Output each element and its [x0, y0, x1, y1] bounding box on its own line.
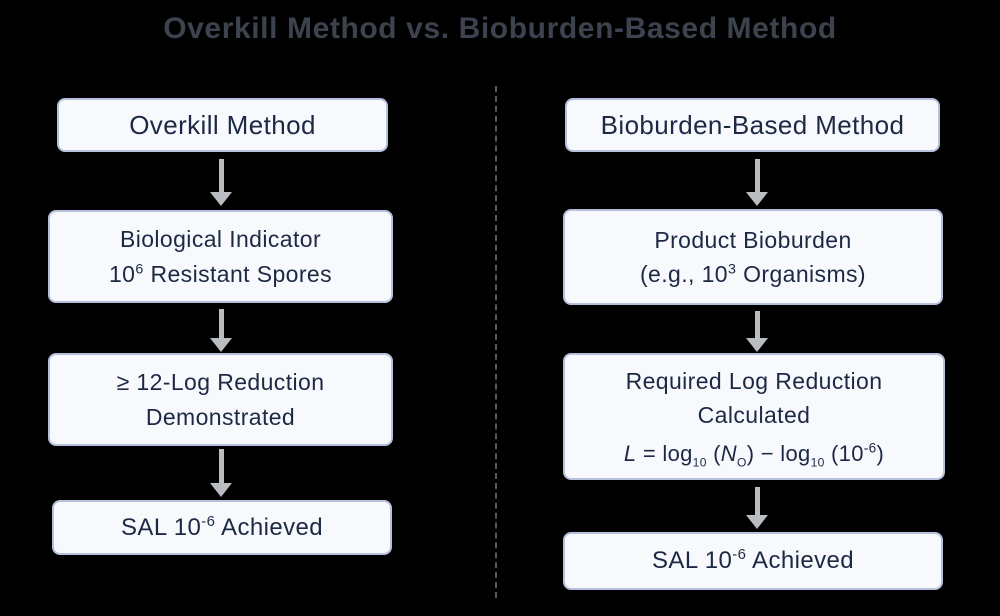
- arrow-head: [746, 338, 768, 352]
- log-reduction-line2: Demonstrated: [145, 403, 296, 430]
- arrow-head: [210, 338, 232, 352]
- formula-open-paren-2: (10: [824, 440, 864, 466]
- biological-indicator-line2: 106 Resistant Spores: [109, 257, 332, 292]
- arrow-down-icon: [746, 311, 768, 352]
- sal-exponent: -6: [732, 547, 747, 563]
- formula-exponent: -6: [863, 440, 877, 456]
- sal-achieved-box-right: SAL 10-6 Achieved: [563, 532, 943, 590]
- sal-achieved-box-left: SAL 10-6 Achieved: [52, 500, 392, 555]
- arrow-head: [746, 192, 768, 206]
- arrow-head: [210, 483, 232, 497]
- sal-achieved-line: SAL 10-6 Achieved: [652, 543, 854, 579]
- arrow-shaft: [218, 309, 224, 338]
- diagram-title: Overkill Method vs. Bioburden-Based Meth…: [163, 12, 837, 45]
- organisms-count-exponent: 3: [728, 261, 737, 278]
- log-reduction-formula: L = log10 (NO) − log10 (10-6): [624, 437, 884, 470]
- arrow-down-icon: [210, 159, 232, 206]
- product-bioburden-box: Product Bioburden (e.g., 103 Organisms): [563, 209, 943, 305]
- bioburden-method-header-box: Bioburden-Based Method: [565, 98, 940, 152]
- log-reduction-line1: ≥ 12-Log Reduction: [116, 369, 325, 395]
- product-bioburden-line2: (e.g., 103 Organisms): [640, 257, 866, 292]
- sal-base: SAL 10: [121, 513, 202, 541]
- sal-base: SAL 10: [652, 547, 733, 574]
- overkill-method-header-box: Overkill Method: [57, 98, 388, 152]
- product-bioburden-line1: Product Bioburden: [654, 226, 852, 253]
- bioburden-method-label: Bioburden-Based Method: [600, 109, 905, 140]
- organisms-count-base: (e.g., 10: [640, 261, 728, 287]
- dashed-divider: [495, 86, 497, 598]
- arrow-head: [746, 515, 768, 529]
- arrow-head: [210, 192, 232, 206]
- required-log-reduction-box: Required Log Reduction Calculated L = lo…: [563, 353, 945, 480]
- sal-exponent: -6: [201, 513, 216, 530]
- required-log-reduction-line2: Calculated: [697, 402, 811, 428]
- spores-count-suffix: Resistant Spores: [143, 260, 333, 287]
- sal-suffix: Achieved: [746, 547, 854, 574]
- arrow-down-icon: [746, 159, 768, 206]
- formula-log-subscript-2: 10: [810, 454, 825, 469]
- formula-open-paren-1: (: [706, 440, 721, 466]
- formula-log-subscript-1: 10: [692, 454, 707, 469]
- log-reduction-box: ≥ 12-Log Reduction Demonstrated: [48, 353, 393, 446]
- sal-suffix: Achieved: [215, 513, 323, 541]
- arrow-shaft: [754, 159, 760, 192]
- biological-indicator-box: Biological Indicator 106 Resistant Spore…: [48, 210, 393, 303]
- formula-N-subscript: O: [736, 454, 747, 469]
- arrow-shaft: [218, 449, 224, 483]
- arrow-shaft: [754, 487, 760, 515]
- organisms-count-suffix: Organisms): [736, 261, 866, 287]
- formula-equals-log: = log: [636, 440, 693, 466]
- formula-minus-log: ) − log: [746, 440, 811, 466]
- spores-count-exponent: 6: [135, 260, 144, 277]
- arrow-down-icon: [210, 309, 232, 352]
- arrow-down-icon: [746, 487, 768, 529]
- formula-variable-L: L: [623, 440, 637, 466]
- biological-indicator-line1: Biological Indicator: [119, 226, 322, 252]
- required-log-reduction-line1: Required Log Reduction: [625, 367, 883, 394]
- overkill-method-label: Overkill Method: [129, 109, 316, 140]
- arrow-shaft: [218, 159, 224, 192]
- sal-achieved-line: SAL 10-6 Achieved: [121, 510, 323, 546]
- formula-close-paren: ): [876, 440, 885, 466]
- arrow-shaft: [754, 311, 760, 338]
- formula-variable-N: N: [720, 440, 737, 466]
- arrow-down-icon: [210, 449, 232, 497]
- spores-count-base: 10: [108, 260, 136, 287]
